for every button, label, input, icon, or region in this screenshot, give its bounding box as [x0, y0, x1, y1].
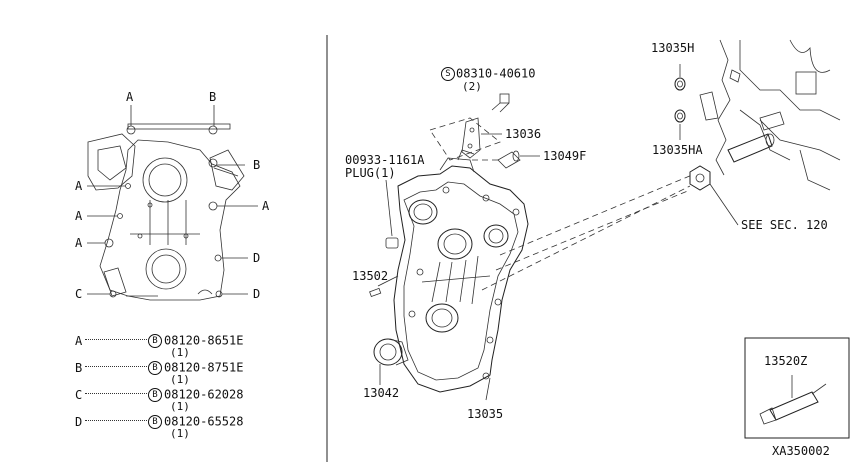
plug-name: PLUG(1)	[345, 166, 396, 180]
bolt-symbol-icon: B	[148, 361, 162, 375]
screw-qty: (2)	[462, 80, 482, 93]
legend-letter: A	[75, 333, 83, 348]
see-section-reference: SEE SEC. 120	[741, 218, 828, 232]
callout-d-lower: D	[253, 287, 261, 301]
label-13042: 13042	[363, 386, 400, 400]
sealant-inset-box	[744, 337, 850, 439]
legend-letter: D	[75, 414, 83, 429]
legend-leader	[85, 366, 147, 367]
legend-part-number: 08120-8751E	[164, 360, 244, 375]
callout-d-upper: D	[253, 251, 261, 265]
legend-part-number: 08120-8651E	[164, 333, 244, 348]
callout-a-left1: A	[75, 179, 83, 193]
legend-leader	[85, 339, 147, 340]
oil-seal-13042-drawing	[373, 338, 409, 385]
legend-leader	[85, 420, 147, 421]
legend-qty: (1)	[170, 400, 190, 413]
legend-part-number: 08120-65528	[164, 414, 244, 429]
legend-letter: B	[75, 360, 83, 375]
label-13502: 13502	[352, 269, 389, 283]
gasket-13036-drawing	[461, 117, 481, 159]
legend-part-number: 08120-62028	[164, 387, 244, 402]
overview-cover-drawing	[87, 105, 258, 301]
callout-a-left2: A	[75, 209, 83, 223]
callout-a-right: A	[262, 199, 270, 213]
screw-08310-drawing	[491, 93, 510, 113]
bolt-symbol-icon: B	[148, 388, 162, 402]
screw-part-number: 08310-40610	[456, 66, 536, 81]
legend-leader	[85, 393, 147, 394]
screw-symbol-icon: S	[441, 67, 455, 81]
legend-qty: (1)	[170, 427, 190, 440]
plug-part-number: 00933-1161A	[345, 153, 425, 167]
bolt-symbol-icon: B	[148, 334, 162, 348]
callout-c: C	[75, 287, 83, 301]
bolt-symbol-icon: B	[148, 415, 162, 429]
legend-qty: (1)	[170, 346, 190, 359]
part-13049f-drawing	[497, 150, 540, 169]
diagram-id: XA350002	[772, 444, 830, 458]
label-13035ha: 13035HA	[652, 143, 703, 157]
label-13035h: 13035H	[651, 41, 695, 55]
legend-letter: C	[75, 387, 83, 402]
callout-b-top: B	[209, 90, 217, 104]
callout-a-left3: A	[75, 236, 83, 250]
label-13520z: 13520Z	[764, 354, 808, 368]
legend-qty: (1)	[170, 373, 190, 386]
dowel-13502-drawing	[369, 275, 399, 298]
plug-00933-drawing	[385, 179, 399, 249]
callout-a-top: A	[126, 90, 134, 104]
label-13049f: 13049F	[543, 149, 587, 163]
front-cover-13035-drawing	[393, 149, 529, 393]
callout-b-right: B	[253, 158, 261, 172]
label-13035: 13035	[467, 407, 504, 421]
label-13036: 13036	[505, 127, 542, 141]
cylinder-block-drawing	[699, 39, 841, 191]
